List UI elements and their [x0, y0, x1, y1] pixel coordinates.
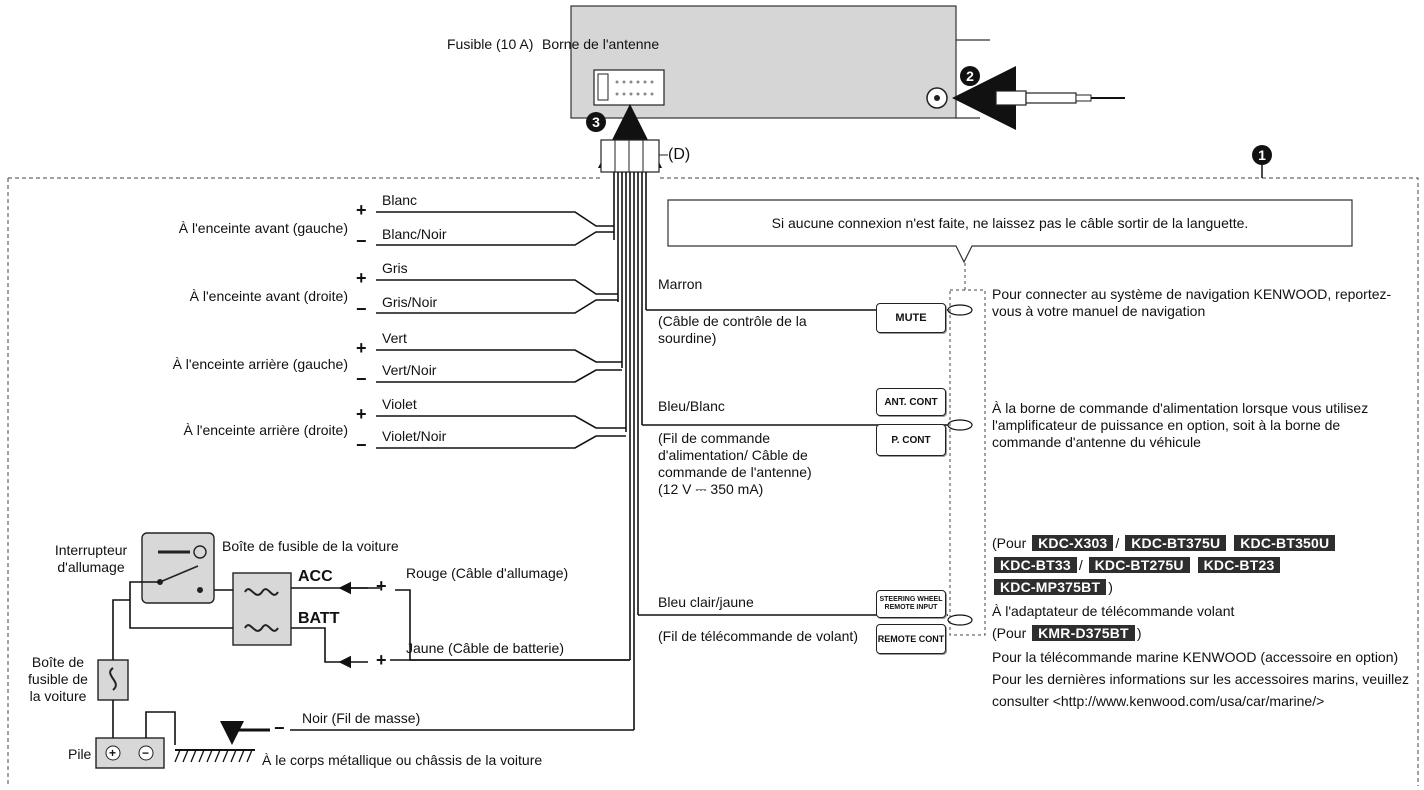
close-paren: ) [1136, 625, 1142, 641]
car-fuse-box-label: Boîte de fusible de la voiture [222, 538, 399, 554]
speaker-minus-wire: Gris/Noir [382, 294, 438, 310]
antenna-terminal-label: Borne de l'antenne [542, 36, 660, 52]
minus-symbol: − [274, 718, 285, 738]
p-cont-tag: P. CONT [876, 424, 946, 456]
speaker-target: À l'enceinte arrière (gauche) [172, 356, 348, 372]
speaker-target: À l'enceinte avant (droite) [189, 288, 348, 304]
antenna-plug [995, 90, 1027, 106]
remote-cont-tag: REMOTE CONT [876, 624, 946, 654]
connector-letter: (D) [668, 146, 691, 163]
model-badge: KDC-MP375BT [994, 579, 1107, 595]
wire-desc: (Fil de commande d'alimentation/ Câble d… [658, 430, 812, 497]
models-line-1: (Pour KDC-X303/ KDC-BT375U KDC-BT350U [992, 534, 1337, 552]
plus-symbol: + [356, 200, 367, 220]
marine-line: consulter <http://www.kenwood.com/usa/ca… [992, 693, 1325, 709]
ignition-switch-label: Interrupteur d'allumage [54, 542, 128, 575]
ground-wire-label: Noir (Fil de masse) [302, 710, 421, 726]
minus-symbol: − [356, 435, 367, 455]
wire-note: À la borne de commande d'alimentation lo… [992, 400, 1369, 450]
wire-note: Pour connecter au système de navigation … [992, 286, 1392, 319]
pour-open: (Pour [992, 625, 1027, 641]
model-badge: KDC-X303 [1032, 535, 1114, 551]
plus-symbol: + [356, 404, 367, 424]
callout-text: Si aucune connexion n'est faite, ne lais… [771, 215, 1249, 231]
speaker-target: À l'enceinte arrière (droite) [183, 422, 348, 438]
speaker-plus-wire: Gris [382, 260, 408, 276]
adapter-model-line: (Pour KMR-D375BT) [992, 624, 1141, 642]
marine-line: Pour la télécommande marine KENWOOD (acc… [992, 649, 1399, 665]
yellow-wire-label: Jaune (Câble de batterie) [406, 640, 564, 656]
callout-box [667, 199, 1353, 264]
step-badge-2: 2 [960, 66, 980, 86]
wire-desc: (Câble de contrôle de la sourdine) [658, 313, 807, 346]
speaker-minus-wire: Blanc/Noir [382, 226, 447, 242]
model-badge: KDC-BT375U [1125, 535, 1227, 551]
mute-tag: MUTE [876, 303, 946, 333]
battery-plus-symbol: + [109, 746, 117, 760]
minus-symbol: − [356, 231, 367, 251]
fuse-label: Fusible (10 A) [447, 36, 534, 52]
models-line-2: KDC-BT33/ KDC-BT275U KDC-BT23 [992, 556, 1282, 574]
wire-color: Bleu clair/jaune [658, 594, 754, 610]
plus-symbol: + [376, 576, 387, 596]
adapter-line: À l'adaptateur de télécommande volant [992, 603, 1235, 619]
speaker-plus-wire: Blanc [382, 192, 418, 208]
minus-symbol: − [356, 299, 367, 319]
harness-connector [600, 139, 660, 173]
speaker-minus-wire: Violet/Noir [382, 428, 447, 444]
wire-desc: (Fil de télécommande de volant) [658, 628, 858, 644]
model-badge: KDC-BT23 [1197, 557, 1281, 573]
ant-cont-tag: ANT. CONT [876, 388, 946, 416]
model-badge: KDC-BT350U [1234, 535, 1336, 551]
minus-symbol: − [356, 369, 367, 389]
models-line-3: KDC-MP375BT) [992, 578, 1113, 596]
plus-symbol: + [356, 268, 367, 288]
ground-target-label: À le corps métallique ou châssis de la v… [262, 752, 543, 768]
wire-color: Marron [658, 276, 703, 292]
speaker-minus-wire: Vert/Noir [382, 362, 437, 378]
wire-color: Bleu/Blanc [658, 398, 725, 414]
battery-label: Pile [68, 746, 92, 762]
ignition-switch [141, 532, 215, 604]
speaker-target: À l'enceinte avant (gauche) [178, 220, 348, 236]
car-fuse-box-2-label: Boîte de fusible de la voiture [28, 654, 88, 704]
model-badge: KDC-BT275U [1088, 557, 1190, 573]
batt-label: BATT [298, 610, 340, 627]
close-paren: ) [1108, 579, 1113, 595]
plus-symbol: + [356, 338, 367, 358]
speaker-plus-wire: Violet [382, 396, 417, 412]
steering-wheel-input-tag: STEERING WHEEL REMOTE INPUT [876, 590, 946, 618]
model-badge: KDC-BT33 [994, 557, 1077, 573]
marine-line: Pour les dernières informations sur les … [992, 671, 1410, 687]
step-badge-1: 1 [1252, 145, 1272, 165]
battery-minus-symbol: − [142, 746, 150, 760]
step-badge-3: 3 [586, 112, 606, 132]
car-fuse-box [232, 572, 292, 646]
speaker-plus-wire: Vert [382, 330, 407, 346]
plus-symbol: + [376, 650, 387, 670]
model-badge: KMR-D375BT [1032, 625, 1135, 641]
red-wire-label: Rouge (Câble d'allumage) [406, 565, 569, 581]
pour-open: (Pour [992, 535, 1027, 551]
acc-label: ACC [298, 568, 333, 585]
